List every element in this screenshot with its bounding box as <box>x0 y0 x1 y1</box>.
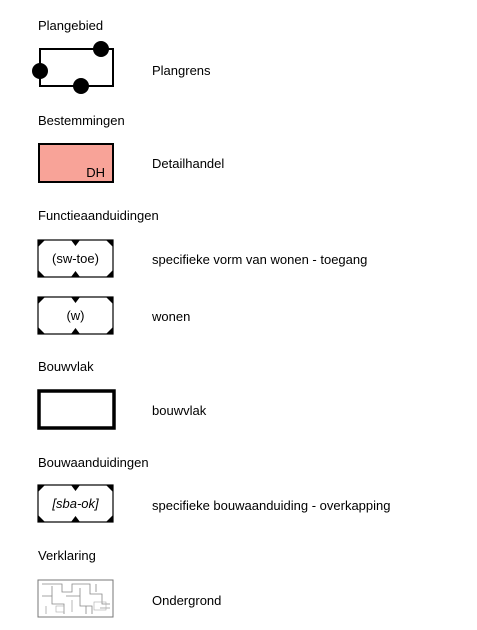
bouwvlak-symbol <box>37 389 116 430</box>
plangrens-dot <box>73 78 89 94</box>
legend-label-ondergrond: Ondergrond <box>152 593 222 608</box>
legend-label-wonen: wonen <box>152 309 191 324</box>
bouwaanduiding-sba-ok-symbol: [sba-ok] <box>37 484 114 523</box>
functieaanduiding-sw-toe-symbol: (sw-toe) <box>37 239 114 278</box>
heading-bouwaanduidingen: Bouwaanduidingen <box>38 455 149 470</box>
bouwaanduiding-code: [sba-ok] <box>51 496 99 511</box>
bestemming-code: DH <box>86 165 105 180</box>
heading-functieaanduidingen: Functieaanduidingen <box>38 208 159 223</box>
heading-bestemmingen: Bestemmingen <box>38 113 125 128</box>
plangrens-dot <box>32 63 48 79</box>
legend-label-plangrens: Plangrens <box>152 63 211 78</box>
functieaanduiding-w-symbol: (w) <box>37 296 114 335</box>
plangrens-dot <box>93 41 109 57</box>
legend-label-sw-toe: specifieke vorm van wonen - toegang <box>152 252 368 267</box>
functieaanduiding-code: (sw-toe) <box>52 251 99 266</box>
heading-bouwvlak: Bouwvlak <box>38 359 94 374</box>
functieaanduiding-code: (w) <box>66 308 84 323</box>
heading-verklaring: Verklaring <box>38 548 96 563</box>
heading-plangebied: Plangebied <box>38 18 104 33</box>
ondergrond-icon <box>37 579 114 618</box>
legend-label-bouwvlak: bouwvlak <box>152 403 207 418</box>
bestemming-detailhandel-symbol: DH <box>38 143 114 183</box>
legend-label-overkapping: specifieke bouwaanduiding - overkapping <box>152 498 391 513</box>
plangrens-symbol <box>32 41 114 94</box>
legend-label-detailhandel: Detailhandel <box>152 156 225 171</box>
